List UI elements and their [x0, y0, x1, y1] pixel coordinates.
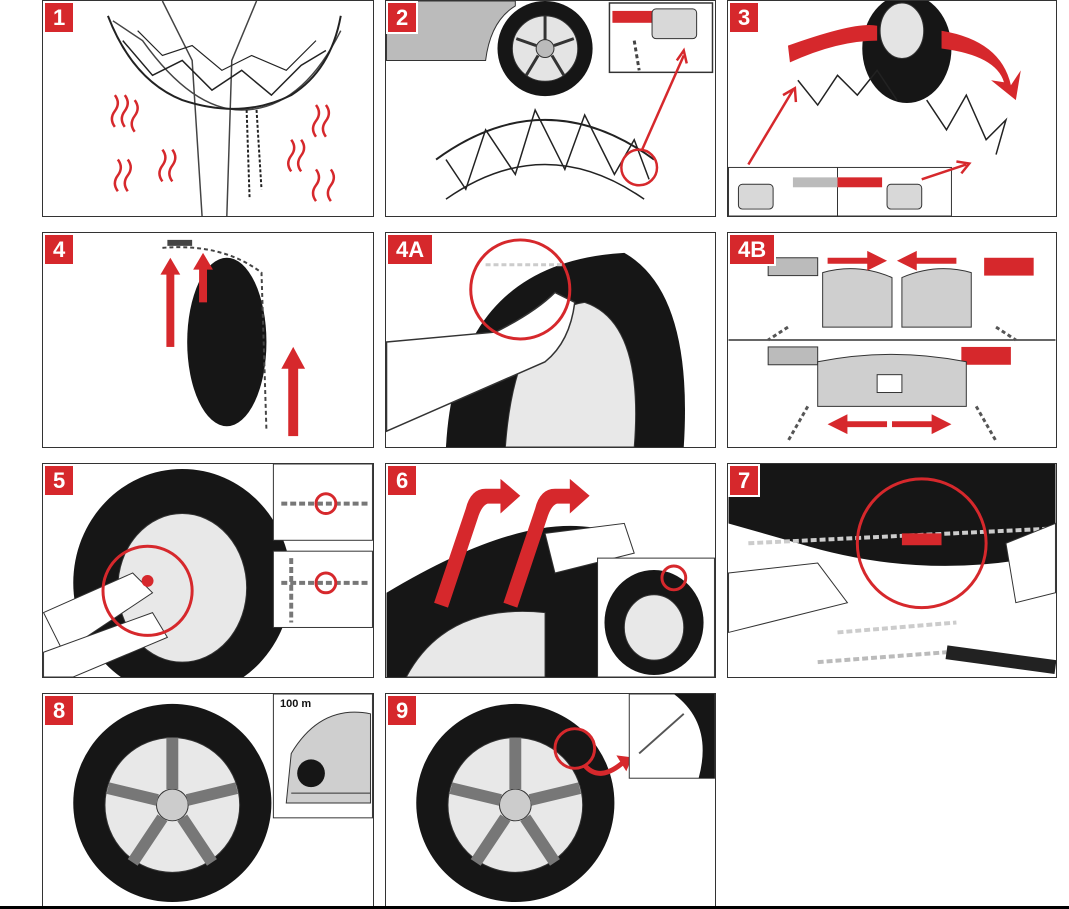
drape-chain-over-tire-illustration	[728, 1, 1021, 216]
chain-laid-out-illustration	[386, 1, 714, 200]
step-number-badge: 6	[386, 464, 419, 498]
panel-step-4b: 4B	[727, 232, 1057, 448]
step-number-badge: 7	[728, 464, 761, 498]
secure-loose-chain-end-illustration	[728, 464, 1056, 674]
tension-front-chain-illustration	[43, 464, 373, 677]
trim-excess-chain-illustration	[416, 694, 715, 903]
panel-step-4a: 4A	[385, 232, 716, 448]
panel-step-3: 3	[727, 0, 1057, 217]
panel-step-5: 5	[42, 463, 374, 678]
panel-step-2: 2	[385, 0, 716, 217]
panel-step-4: 4	[42, 232, 374, 448]
distance-label: 100 m	[280, 698, 312, 710]
panel-step-1: 1	[42, 0, 374, 217]
step-number-badge: 3	[728, 1, 761, 35]
pull-chain-behind-tire-illustration	[160, 239, 306, 437]
panel-step-7: 7	[727, 463, 1057, 678]
panel-step-9: 9	[385, 693, 716, 909]
step-number-badge: 4	[43, 233, 76, 267]
bottom-border	[0, 906, 1069, 909]
tighten-chain-tensioner-illustration	[386, 478, 715, 677]
step-number-badge: 2	[386, 1, 419, 35]
step-number-badge: 8	[43, 694, 76, 728]
step-number-badge: 4B	[728, 233, 777, 267]
step-number-badge: 5	[43, 464, 76, 498]
step-number-badge: 9	[386, 694, 419, 728]
panel-step-6: 6	[385, 463, 716, 678]
hook-chain-top-illustration	[386, 238, 685, 447]
drive-and-retighten-illustration	[73, 694, 373, 903]
step-number-badge: 1	[43, 1, 76, 35]
panel-step-8: 8 100 m	[42, 693, 374, 909]
snow-chain-unfold-illustration	[107, 1, 342, 216]
step-number-badge: 4A	[386, 233, 435, 267]
connect-hook-clasp-illustration	[728, 250, 1056, 442]
